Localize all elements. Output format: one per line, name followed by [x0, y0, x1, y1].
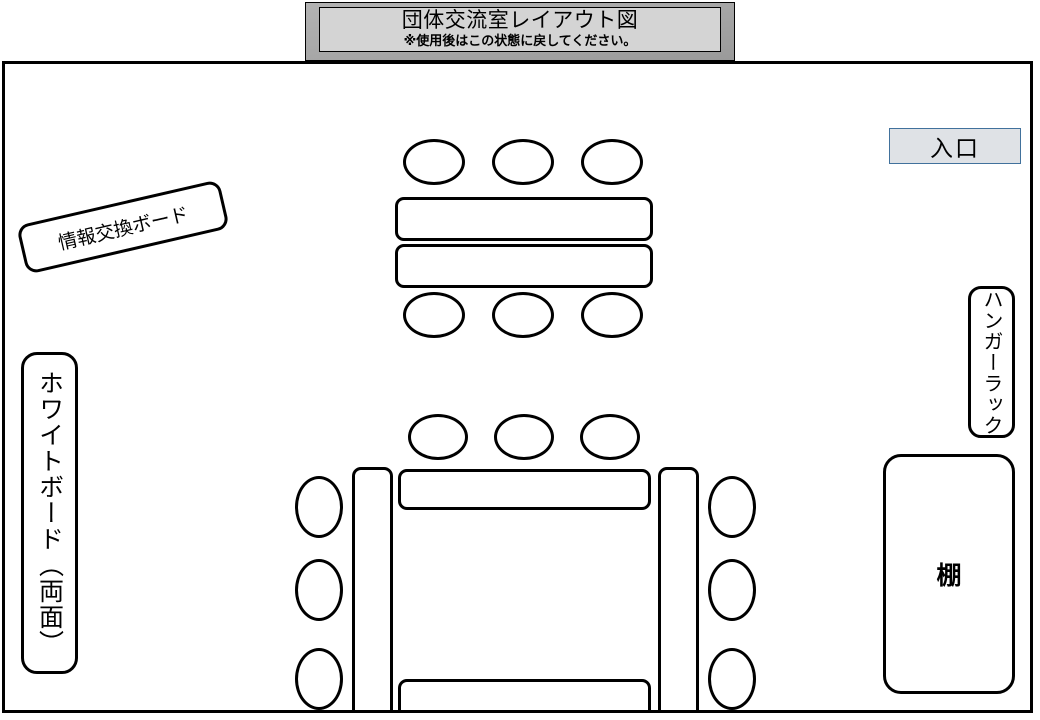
upper-group-chair: [403, 139, 465, 185]
lower-group-chair: [708, 648, 756, 710]
plaque-face: 団体交流室レイアウト図 ※使用後はこの状態に戻してください。: [319, 7, 721, 52]
lower-group-table: [658, 467, 699, 710]
upper-group-chair: [492, 292, 554, 338]
upper-group-chair: [581, 139, 643, 185]
information-board-label: 情報交換ボード: [56, 203, 191, 255]
shelf: 棚: [883, 454, 1015, 694]
lower-group-chair: [708, 476, 756, 538]
page-title: 団体交流室レイアウト図: [401, 9, 639, 33]
lower-group-table: [398, 469, 651, 510]
page-subtitle: ※使用後はこの状態に戻してください。: [403, 33, 637, 49]
shelf-label: 棚: [936, 562, 962, 590]
hanger-rack-label: ハンガーラック: [980, 288, 1002, 436]
whiteboard: ホワイトボード（両面）: [21, 352, 78, 674]
lower-group-chair: [295, 648, 343, 710]
lower-group-chair: [708, 559, 756, 621]
upper-group-chair: [403, 292, 465, 338]
hanger-rack: ハンガーラック: [968, 286, 1015, 438]
lower-group-chair: [295, 559, 343, 621]
entrance-label-text: 入口: [930, 135, 980, 161]
whiteboard-label: ホワイトボード（両面）: [35, 370, 64, 656]
lower-group-chair: [494, 414, 554, 460]
lower-group-chair: [408, 414, 468, 460]
upper-group-table: [395, 197, 653, 241]
entrance-label-box: 入口: [889, 128, 1021, 164]
title-plaque: 団体交流室レイアウト図 ※使用後はこの状態に戻してください。: [305, 2, 735, 61]
information-board: 情報交換ボード: [16, 179, 230, 275]
lower-group-chair: [580, 414, 640, 460]
lower-group-table: [398, 679, 651, 710]
lower-group-table: [352, 467, 393, 710]
upper-group-chair: [492, 139, 554, 185]
lower-group-chair: [295, 476, 343, 538]
upper-group-chair: [581, 292, 643, 338]
upper-group-table: [395, 244, 653, 288]
room-outline: 入口 情報交換ボード ホワイトボード（両面） ハンガーラック 棚: [2, 61, 1033, 713]
